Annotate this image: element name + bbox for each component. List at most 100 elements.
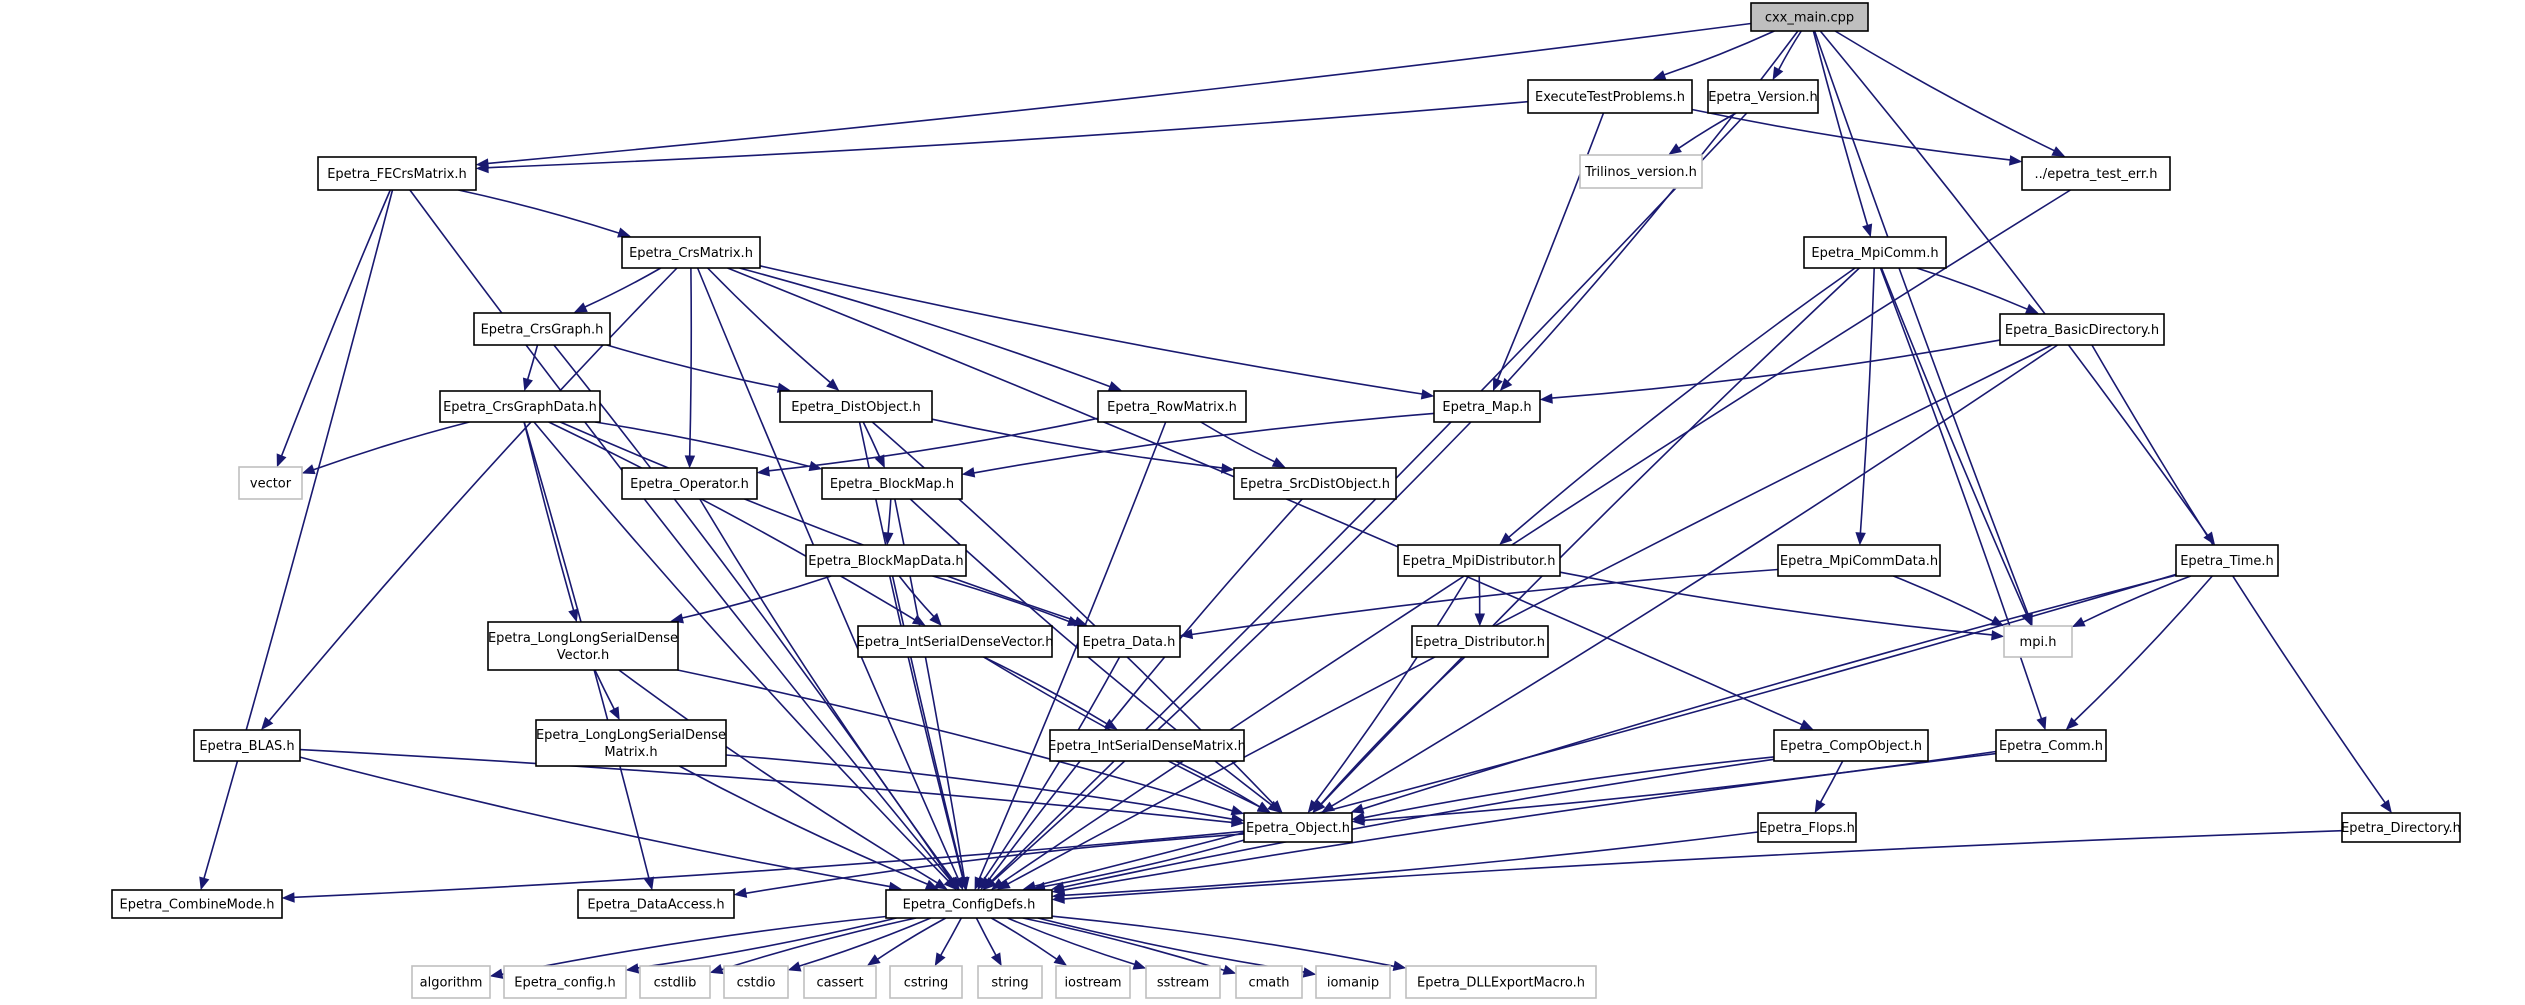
node-label-line: cxx_main.cpp [1765,11,1854,26]
node-Epetra_Distributor[interactable]: Epetra_Distributor.h [1411,625,1549,658]
node-label-line: Epetra_Map.h [1442,400,1531,415]
node-label-line: Epetra_Comm.h [1999,739,2103,754]
node-label: Epetra_MpiDistributor.h [1403,554,1556,569]
edge-line [688,267,693,457]
node-Epetra_Flops[interactable]: Epetra_Flops.h [1757,812,1857,843]
edge-Epetra_RowMatrix-to-Epetra_Operator [756,417,1099,477]
node-label: Epetra_Comm.h [1999,739,2103,754]
node-Epetra_SrcDistObject[interactable]: Epetra_SrcDistObject.h [1233,467,1397,500]
arrowhead-icon [709,964,724,975]
node-label: Epetra_Object.h [1246,821,1350,836]
edge-Epetra_Distributor-to-Epetra_Object [1312,656,1466,813]
edge-line [299,748,1233,824]
node-Epetra_IntSerialDenseMatrix[interactable]: Epetra_IntSerialDenseMatrix.h [1048,729,1246,762]
node-label-line: Epetra_BlockMap.h [830,477,954,492]
arrowhead-icon [934,952,946,967]
node-Epetra_BlockMapData[interactable]: Epetra_BlockMapData.h [805,544,967,577]
node-Epetra_Data[interactable]: Epetra_Data.h [1077,625,1181,658]
node-Epetra_CompObject[interactable]: Epetra_CompObject.h [1773,729,1929,762]
edge-Epetra_CrsGraphData-to-Epetra_BlockMap [594,421,823,472]
edge-line [1551,339,2001,399]
edge-cxx_main-to-Epetra_MpiComm [1812,30,1873,238]
node-box [621,236,761,269]
arrowhead-icon [957,876,968,891]
node-epetra_test_err[interactable]: ../epetra_test_err.h [2021,156,2171,191]
node-Epetra_Map[interactable]: Epetra_Map.h [1433,390,1541,423]
node-Epetra_CrsGraphData[interactable]: Epetra_CrsGraphData.h [439,390,601,423]
edge-line [1678,112,1737,149]
node-label-line: Epetra_Data.h [1083,635,1176,650]
node-Epetra_Comm[interactable]: Epetra_Comm.h [1995,729,2107,762]
node-label-line: Epetra_CombineMode.h [120,898,275,913]
node-Epetra_ConfigDefs[interactable]: Epetra_ConfigDefs.h [885,889,1053,919]
arrowhead-icon [1991,630,2005,641]
node-Epetra_DistObject[interactable]: Epetra_DistObject.h [779,390,933,423]
edge-line [1363,756,1775,819]
arrowhead-icon [276,453,287,468]
node-Epetra_IntSerialDenseVector[interactable]: Epetra_IntSerialDenseVector.h [857,625,1054,658]
node-box [1411,625,1549,658]
node-label-line: ExecuteTestProblems.h [1535,90,1685,105]
node-label: iostream [1064,976,1121,991]
node-Epetra_MpiComm[interactable]: Epetra_MpiComm.h [1803,236,1947,269]
edge-line [1063,831,1759,897]
node-Epetra_BasicDirectory[interactable]: Epetra_BasicDirectory.h [1999,313,2165,346]
edge-Epetra_CrsMatrix-to-Epetra_Operator [684,267,696,469]
node-Epetra_RowMatrix[interactable]: Epetra_RowMatrix.h [1097,390,1247,423]
node-Epetra_CrsGraph[interactable]: Epetra_CrsGraph.h [473,312,611,346]
node-Epetra_Version[interactable]: Epetra_Version.h [1707,79,1819,114]
node-label: Epetra_SrcDistObject.h [1240,477,1390,492]
edge-Epetra_CrsMatrix-to-Epetra_DistObject [707,267,840,391]
node-ExecuteTestProblems[interactable]: ExecuteTestProblems.h [1527,79,1693,114]
edge-Epetra_BlockMapData-to-Epetra_Data [932,575,1081,626]
edge-Epetra_Directory-to-Epetra_ConfigDefs [1051,829,2343,904]
node-cxx_main[interactable]: cxx_main.cpp [1750,2,1869,32]
node-label: Epetra_DataAccess.h [587,898,724,913]
node-label-line: Epetra_MpiDistributor.h [1403,554,1556,569]
node-label-line: Epetra_IntSerialDenseMatrix.h [1048,739,1246,754]
node-Epetra_CrsMatrix[interactable]: Epetra_CrsMatrix.h [621,236,761,269]
node-Epetra_Operator[interactable]: Epetra_Operator.h [621,467,758,500]
node-Epetra_BlockMap[interactable]: Epetra_BlockMap.h [821,467,963,500]
node-box [1750,2,1869,32]
node-label-line: cstring [904,976,948,991]
node-label-line: cmath [1248,976,1289,991]
node-label: Epetra_CrsGraph.h [481,323,604,338]
node-label: Trilinos_version.h [1584,165,1697,180]
node-Epetra_MpiCommData[interactable]: Epetra_MpiCommData.h [1777,544,1941,577]
edge-Epetra_Time-to-Epetra_Object [1350,574,2177,814]
node-Epetra_Directory[interactable]: Epetra_Directory.h [2341,812,2461,843]
edge-Epetra_FECrsMatrix-to-Epetra_CombineMode [199,189,394,891]
node-Epetra_FECrsMatrix[interactable]: Epetra_FECrsMatrix.h [317,156,477,191]
node-Epetra_BLAS[interactable]: Epetra_BLAS.h [193,729,301,762]
node-box [1777,544,1941,577]
node-Epetra_Time[interactable]: Epetra_Time.h [2175,544,2279,577]
node-label-line: algorithm [420,976,483,991]
node-label: Epetra_CombineMode.h [120,898,275,913]
edge-line [1044,839,1245,888]
node-box [779,390,933,423]
node-label: Epetra_Map.h [1442,400,1531,415]
node-Epetra_MpiDistributor[interactable]: Epetra_MpiDistributor.h [1397,544,1561,577]
node-Epetra_CombineMode[interactable]: Epetra_CombineMode.h [111,889,283,919]
node-label-line: Vector.h [557,648,610,663]
edge-line [877,917,947,960]
edge-Epetra_RowMatrix-to-Epetra_SrcDistObject [1200,421,1286,468]
edge-Epetra_Time-to-mpi [2071,575,2192,628]
node-label-line: Epetra_ConfigDefs.h [903,898,1036,913]
edge-Epetra_CrsMatrix-to-Epetra_CrsGraph [573,267,662,313]
node-Epetra_DataAccess[interactable]: Epetra_DataAccess.h [577,889,735,919]
node-box [317,156,477,191]
node-Epetra_Object[interactable]: Epetra_Object.h [1243,812,1353,843]
edge-Epetra_ConfigDefs-to-cassert [866,917,947,966]
node-Trilinos_version: Trilinos_version.h [1579,154,1703,189]
node-box [1315,965,1391,999]
edge-line [523,421,575,611]
edge-Epetra_BLAS-to-Epetra_Object [299,748,1245,828]
arrowhead-icon [2071,616,2086,628]
